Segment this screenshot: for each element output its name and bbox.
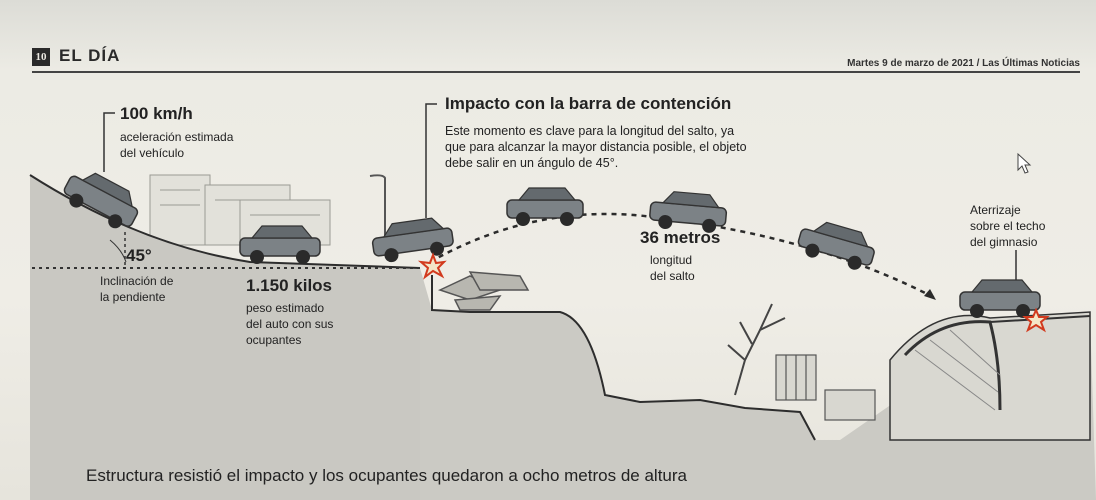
car-on-slope <box>63 172 139 229</box>
speed-desc-1: aceleración estimada <box>120 130 234 144</box>
newspaper-title: EL DÍA <box>59 46 121 65</box>
car-bottom-slope <box>239 225 321 264</box>
car-on-roof <box>959 279 1041 318</box>
ravine-ground <box>420 268 1096 500</box>
angle-arc <box>109 239 127 263</box>
speed-value: 100 km/h <box>120 104 193 123</box>
gymnasium <box>889 311 1091 441</box>
impact-desc-1: Este momento es clave para la longitud d… <box>445 124 735 138</box>
ravine-building <box>775 354 876 421</box>
trajectory-arrowhead <box>924 289 936 300</box>
slope-desc-1: Inclinación de <box>100 274 174 288</box>
date-source: Martes 9 de marzo de 2021 / Las Últimas … <box>847 58 1080 69</box>
speed-desc-2: del vehículo <box>120 146 185 160</box>
background-buildings <box>149 174 331 246</box>
jump-desc-1: longitud <box>650 253 693 267</box>
ravine-edge <box>431 275 816 441</box>
car-midair-3 <box>797 221 875 270</box>
landing-line-3: del gimnasio <box>970 235 1038 249</box>
jump-length-value: 36 metros <box>640 228 721 247</box>
dead-tree <box>727 303 786 396</box>
car-at-barrier <box>371 217 454 263</box>
car-midair-1 <box>506 187 584 226</box>
mouse-cursor-icon <box>1017 152 1032 174</box>
article-caption: Estructura resistió el impacto y los ocu… <box>86 466 687 485</box>
debris <box>437 271 530 311</box>
weight-desc-2: del auto con sus <box>246 317 334 331</box>
impact-star-roof <box>1022 307 1050 333</box>
slope-angle: 45° <box>126 246 152 265</box>
weight-value: 1.150 kilos <box>246 276 333 295</box>
jump-trajectory <box>429 212 936 300</box>
impact-title: Impacto con la barra de contención <box>445 94 732 113</box>
slope-desc-2: la pendiente <box>100 290 166 304</box>
street-lamp <box>369 174 386 250</box>
weight-desc-1: peso estimado <box>246 301 325 315</box>
landing-line-2: sobre el techo <box>970 219 1046 233</box>
impact-desc-3: debe salir en un ángulo de 45°. <box>445 156 619 170</box>
newspaper-logo: 10 <box>32 48 50 66</box>
slope-edge <box>29 174 421 269</box>
masthead: 10 EL DÍA Martes 9 de marzo de 2021 / La… <box>32 46 1080 74</box>
jump-desc-2: del salto <box>650 269 695 283</box>
impact-desc-2: que para alcanzar la mayor distancia pos… <box>445 140 747 154</box>
masthead-rule <box>32 71 1080 73</box>
car-midair-2 <box>649 191 728 233</box>
weight-desc-3: ocupantes <box>246 333 302 347</box>
hill-slope <box>30 175 420 500</box>
impact-star-barrier <box>417 252 447 280</box>
landing-line-1: Aterrizaje <box>970 203 1021 217</box>
